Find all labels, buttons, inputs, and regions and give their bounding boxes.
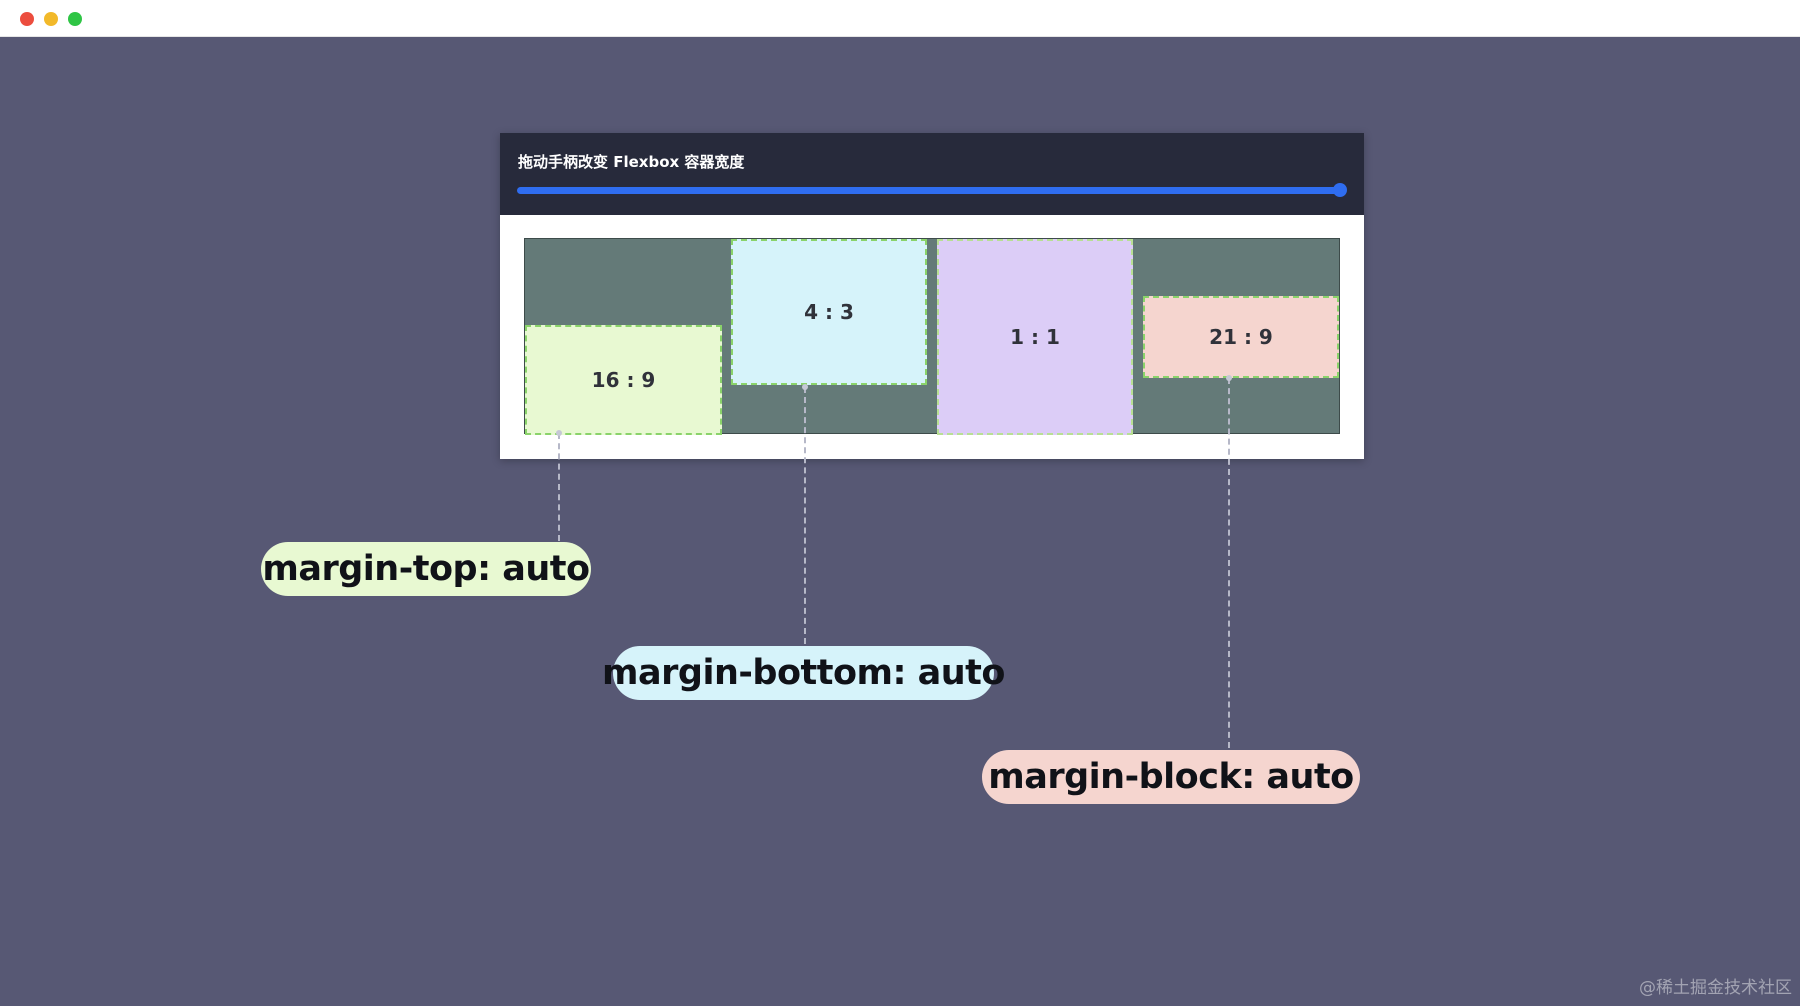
- flexbox-demo-panel: 拖动手柄改变 Flexbox 容器宽度 16 : 9 4 : 3 1 : 1 2…: [500, 133, 1364, 459]
- minimize-window-button[interactable]: [44, 12, 58, 26]
- leader-dot: [802, 384, 808, 390]
- width-slider-handle[interactable]: [1333, 183, 1347, 197]
- close-window-button[interactable]: [20, 12, 34, 26]
- maximize-window-button[interactable]: [68, 12, 82, 26]
- annotation-margin-top: margin-top: auto: [261, 542, 591, 596]
- item-label: 21 : 9: [1209, 325, 1273, 349]
- leader-dot: [1226, 375, 1232, 381]
- leader-dot: [556, 430, 562, 436]
- leader-line-margin-top: [558, 433, 560, 541]
- demo-header: 拖动手柄改变 Flexbox 容器宽度: [500, 133, 1364, 215]
- width-slider-track[interactable]: [517, 187, 1340, 194]
- annotation-label: margin-bottom: auto: [602, 653, 1005, 693]
- item-1-1: 1 : 1: [937, 239, 1133, 435]
- annotation-margin-block: margin-block: auto: [982, 750, 1360, 804]
- flex-container: 16 : 9 4 : 3 1 : 1 21 : 9: [524, 238, 1340, 435]
- annotation-label: margin-top: auto: [262, 549, 590, 589]
- item-21-9: 21 : 9: [1143, 296, 1339, 378]
- leader-line-margin-bottom: [804, 387, 806, 644]
- watermark: @稀土掘金技术社区: [1639, 978, 1792, 998]
- item-label: 4 : 3: [804, 300, 854, 324]
- annotation-margin-bottom: margin-bottom: auto: [602, 646, 1005, 700]
- item-label: 16 : 9: [591, 368, 656, 392]
- item-label: 1 : 1: [1010, 325, 1060, 349]
- annotation-label: margin-block: auto: [988, 757, 1354, 797]
- window-titlebar: [0, 0, 1800, 37]
- item-16-9: 16 : 9: [525, 325, 722, 435]
- item-4-3: 4 : 3: [731, 239, 927, 385]
- leader-line-margin-block: [1228, 378, 1230, 748]
- demo-title: 拖动手柄改变 Flexbox 容器宽度: [518, 153, 745, 171]
